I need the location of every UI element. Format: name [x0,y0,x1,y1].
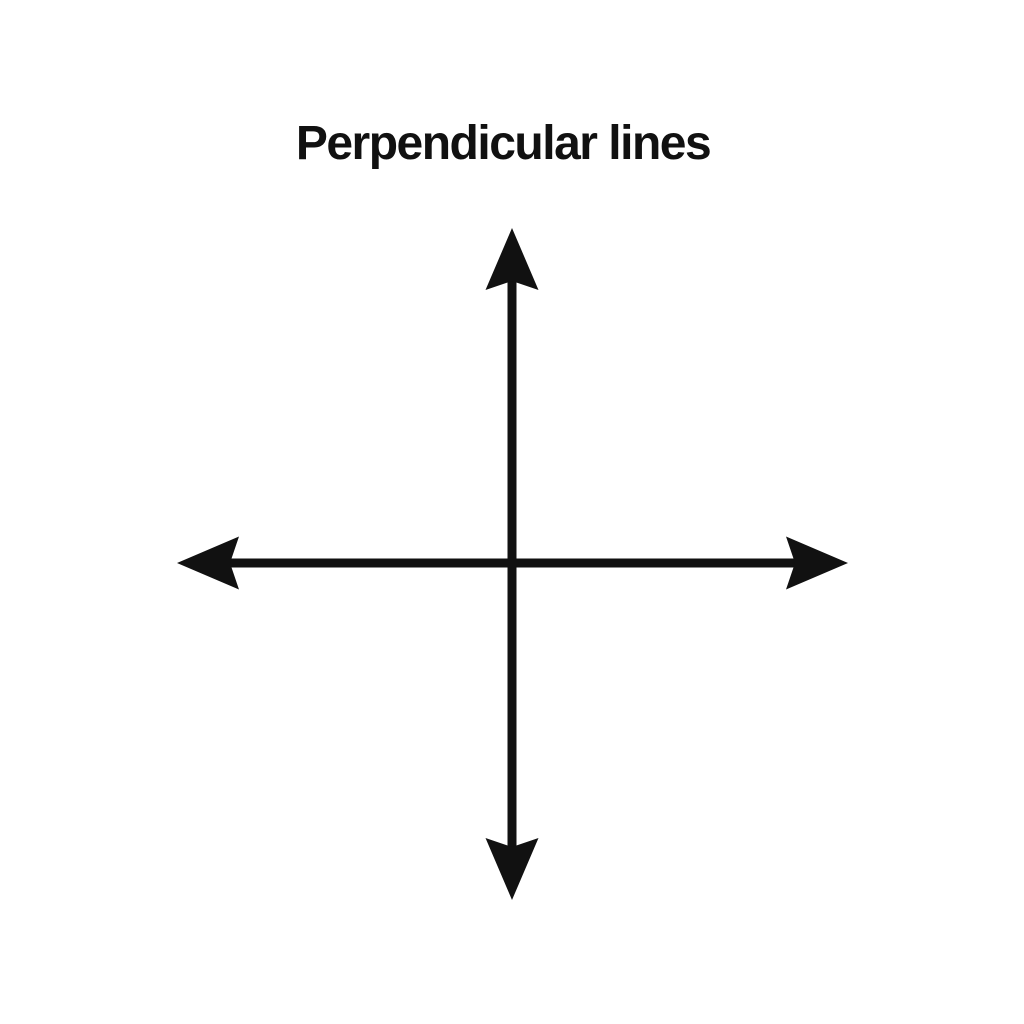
vertical-line-arrowhead-start [485,228,539,290]
horizontal-line [177,536,848,590]
horizontal-line-arrowhead-end [786,536,848,590]
horizontal-line-arrowhead-start [177,536,239,590]
diagram-title: Perpendicular lines [295,117,712,170]
vertical-line-arrowhead-end [485,838,539,900]
